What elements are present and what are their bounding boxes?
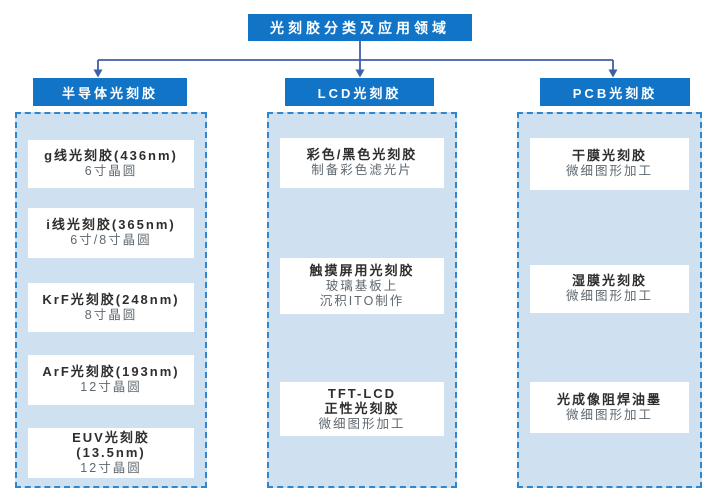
list-item-tft-lcd-resist: TFT-LCD 正性光刻胶 微细图形加工	[280, 382, 444, 436]
item-subtitle: 微细图形加工	[565, 407, 653, 422]
item-title: 湿膜光刻胶	[571, 273, 647, 289]
diagram-root-node: 光刻胶分类及应用领域	[248, 14, 472, 41]
arrow-down-icon	[355, 69, 365, 78]
list-item-photoimageable-solder-ink: 光成像阻焊油墨 微细图形加工	[530, 382, 689, 433]
item-title: 彩色/黑色光刻胶	[306, 147, 418, 163]
panel-lcd: 彩色/黑色光刻胶 制备彩色滤光片 触摸屏用光刻胶 玻璃基板上 沉积ITO制作 T…	[267, 112, 457, 488]
item-subtitle: 8寸晶圆	[84, 307, 138, 322]
panel-semiconductor: g线光刻胶(436nm) 6寸晶圆 i线光刻胶(365nm) 6寸/8寸晶圆 K…	[15, 112, 207, 488]
list-item-color-black-resist: 彩色/黑色光刻胶 制备彩色滤光片	[280, 138, 444, 188]
item-title: TFT-LCD	[327, 385, 397, 401]
list-item-krf: KrF光刻胶(248nm) 8寸晶圆	[28, 283, 194, 332]
item-subtitle: 微细图形加工	[565, 164, 653, 179]
item-subtitle: 制备彩色滤光片	[311, 163, 413, 178]
list-item-arf: ArF光刻胶(193nm) 12寸晶圆	[28, 355, 194, 405]
branch-header-semiconductor: 半导体光刻胶	[33, 78, 187, 106]
item-title: 正性光刻胶	[324, 401, 400, 417]
branch-header-lcd: LCD光刻胶	[285, 78, 434, 106]
item-subtitle: 沉积ITO制作	[319, 293, 405, 308]
item-subtitle: 12寸晶圆	[80, 380, 142, 395]
item-subtitle: 6寸晶圆	[84, 164, 138, 179]
list-item-i-line: i线光刻胶(365nm) 6寸/8寸晶圆	[28, 208, 194, 258]
item-title: EUV光刻胶	[72, 429, 150, 445]
list-item-dry-film-resist: 干膜光刻胶 微细图形加工	[530, 138, 689, 190]
branch-header-pcb: PCB光刻胶	[540, 78, 690, 106]
item-subtitle: 6寸/8寸晶圆	[70, 233, 152, 248]
list-item-euv: EUV光刻胶 (13.5nm) 12寸晶圆	[28, 428, 194, 478]
list-item-touchscreen-resist: 触摸屏用光刻胶 玻璃基板上 沉积ITO制作	[280, 258, 444, 314]
item-title: ArF光刻胶(193nm)	[42, 364, 180, 380]
item-title: i线光刻胶(365nm)	[46, 217, 176, 233]
arrow-down-icon	[608, 69, 618, 78]
item-subtitle: 微细图形加工	[565, 289, 653, 304]
item-title: 干膜光刻胶	[571, 148, 647, 164]
item-subtitle: 12寸晶圆	[80, 461, 142, 476]
item-title: KrF光刻胶(248nm)	[42, 291, 180, 307]
item-title: 触摸屏用光刻胶	[309, 262, 415, 278]
item-subtitle: 玻璃基板上	[325, 278, 399, 293]
list-item-g-line: g线光刻胶(436nm) 6寸晶圆	[28, 140, 194, 188]
arrow-down-icon	[93, 69, 103, 78]
tree-connector-line	[97, 41, 614, 70]
item-subtitle: 微细图形加工	[318, 417, 406, 432]
panel-pcb: 干膜光刻胶 微细图形加工 湿膜光刻胶 微细图形加工 光成像阻焊油墨 微细图形加工	[517, 112, 702, 488]
item-title: (13.5nm)	[76, 445, 146, 461]
item-title: 光成像阻焊油墨	[556, 391, 662, 407]
item-title: g线光刻胶(436nm)	[44, 148, 178, 164]
list-item-wet-film-resist: 湿膜光刻胶 微细图形加工	[530, 265, 689, 313]
